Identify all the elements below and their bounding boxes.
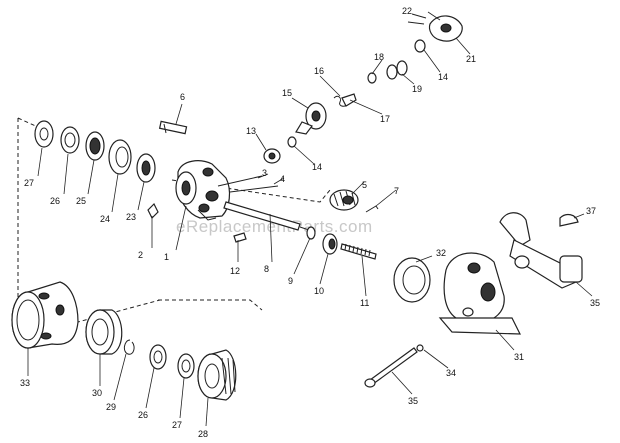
bushing-24 [108, 139, 132, 175]
washer-26-bottom [149, 344, 167, 370]
callout-14-mid: 14 [312, 162, 322, 172]
callout-25: 25 [76, 196, 86, 206]
clip-2 [147, 202, 159, 220]
bearing-23 [136, 153, 156, 183]
callout-28: 28 [198, 429, 208, 439]
callout-27-bottom: 27 [172, 420, 182, 430]
cover-plate-21 [428, 15, 463, 42]
callout-18: 18 [374, 52, 384, 62]
callout-21: 21 [466, 54, 476, 64]
pinion-gear-10 [322, 233, 338, 255]
callout-3: 3 [262, 168, 267, 178]
washer-14-top [414, 39, 426, 53]
watermark-text: eReplacementParts.com [176, 217, 373, 236]
clip-19 [386, 60, 408, 80]
callout-labels: 6 22 21 14 18 19 16 17 15 13 14 5 7 3 4 … [20, 6, 600, 439]
callout-26-top: 26 [50, 196, 60, 206]
callout-17: 17 [380, 114, 390, 124]
screws-22 [407, 13, 427, 25]
callout-22: 22 [402, 6, 412, 16]
pawl-17 [341, 93, 357, 107]
callout-14-top: 14 [438, 72, 448, 82]
callout-6: 6 [180, 92, 185, 102]
callout-26-bottom: 26 [138, 410, 148, 420]
callout-1: 1 [164, 252, 169, 262]
callout-19: 19 [412, 84, 422, 94]
callout-11: 11 [360, 298, 369, 308]
callout-16: 16 [314, 66, 324, 76]
callout-36: 35 [590, 298, 600, 308]
side-cover-32 [393, 257, 431, 303]
bolt-35 [364, 347, 418, 388]
washer-27-bottom [177, 353, 195, 379]
group-bracket-bottom [158, 299, 263, 311]
callout-12: 12 [230, 266, 240, 276]
washer-34 [416, 344, 424, 352]
callout-27-top: 27 [24, 178, 34, 188]
callout-23: 23 [126, 212, 136, 222]
bushing-9 [306, 226, 316, 240]
callout-7: 7 [394, 186, 399, 196]
washer-27-top [34, 120, 54, 148]
callout-24: 24 [100, 214, 110, 224]
callout-32: 32 [436, 248, 446, 258]
knob-37 [559, 213, 579, 227]
drag-knob-28 [197, 349, 237, 401]
spring-16 [333, 95, 349, 107]
rotor-cam-15 [295, 102, 327, 135]
callout-10: 10 [314, 286, 324, 296]
callout-30: 30 [92, 388, 102, 398]
handle-assembly-36 [499, 212, 583, 289]
callout-31: 31 [514, 352, 524, 362]
callout-13: 13 [246, 126, 256, 136]
callout-29: 29 [106, 402, 116, 412]
spool-cup-33 [11, 281, 79, 349]
callout-4: 4 [280, 174, 285, 184]
callout-8: 8 [264, 264, 269, 274]
callout-5: 5 [362, 180, 367, 190]
leader-lines [27, 11, 593, 427]
body-frame-1 [175, 160, 231, 221]
pin-4 [229, 185, 279, 193]
washer-18 [367, 72, 377, 84]
housing-31 [438, 252, 521, 335]
gear-13 [263, 148, 281, 164]
callout-34: 34 [446, 368, 456, 378]
callout-37: 37 [586, 206, 596, 216]
worm-shaft-11 [340, 243, 377, 260]
callout-2: 2 [138, 250, 143, 260]
drive-gear-5 [329, 189, 359, 211]
pin-6 [158, 120, 188, 135]
washer-14-mid [287, 136, 297, 148]
pin-3 [217, 175, 263, 187]
washer-26-top [60, 126, 80, 154]
spool-30 [85, 309, 123, 355]
lever-12 [233, 232, 247, 243]
callout-15: 15 [282, 88, 292, 98]
clip-29 [123, 339, 135, 355]
callout-9: 9 [288, 276, 293, 286]
callout-33: 33 [20, 378, 30, 388]
callout-35: 35 [408, 396, 418, 406]
bearing-25 [85, 131, 105, 161]
screw-7 [365, 205, 379, 213]
